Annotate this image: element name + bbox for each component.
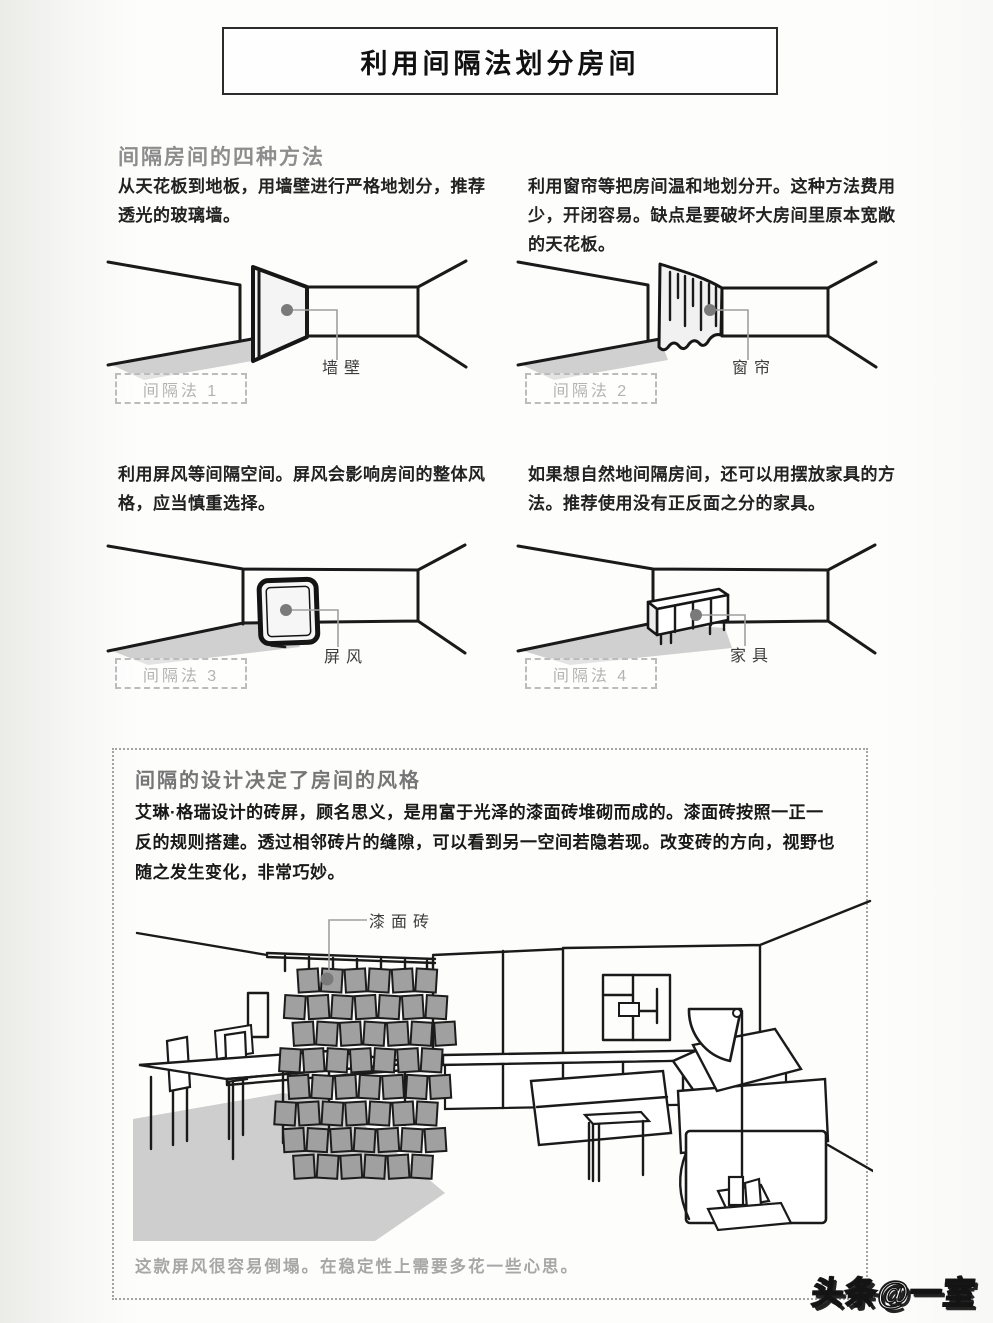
method-1-text: 从天花板到地板，用墙壁进行严格地划分，推荐透光的玻璃墙。: [118, 177, 486, 226]
callout-dot: [690, 609, 702, 621]
furniture-label: 家具: [730, 648, 775, 665]
style-section-box: [112, 748, 868, 1300]
style-section-caption: 这款屏风很容易倒塌。在稳定性上需要多花一些心思。: [135, 1258, 579, 1276]
callout-dot: [281, 304, 293, 316]
illustration-wall-panel: 墙壁 间隔法 1: [100, 248, 480, 418]
method-4-text: 如果想自然地间隔房间，还可以用摆放家具的方法。推荐使用没有正反面之分的家具。: [528, 465, 896, 514]
illustration-curtain-panel: 窗帘 间隔法 2: [510, 248, 890, 418]
illustration-screen-panel: 屏风 间隔法 3: [100, 533, 480, 703]
method-3-tag: 间隔法 3: [115, 658, 247, 689]
living-room-illustration: [133, 899, 873, 1241]
style-section-body: 艾琳·格瑞设计的砖屏，顾名思义，是用富于光泽的漆面砖堆砌而成的。漆面砖按照一正一…: [135, 803, 835, 882]
screen-label: 屏风: [324, 649, 369, 666]
callout-dot: [280, 604, 292, 616]
method-4-tag: 间隔法 4: [525, 658, 657, 689]
room-furniture-illustration: [516, 543, 877, 665]
method-3-text: 利用屏风等间隔空间。屏风会影响房间的整体风格，应当慎重选择。: [118, 465, 486, 514]
brick-screen: [273, 967, 458, 1180]
curtain-label: 窗帘: [732, 360, 777, 377]
page-title-box: 利用间隔法划分房间: [222, 27, 778, 95]
lacquered-brick-label: 漆面砖: [369, 914, 436, 931]
illustration-furniture-panel: 家具 间隔法 4: [510, 533, 890, 703]
methods-section-heading: 间隔房间的四种方法: [118, 146, 325, 169]
room-wall-illustration: [106, 259, 468, 380]
callout-dot: [704, 304, 716, 316]
watermark: 头条@一室: [809, 1274, 979, 1312]
wall-label: 墙壁: [322, 360, 367, 377]
method-2-text: 利用窗帘等把房间温和地划分开。这种方法费用少，开闭容易。缺点是要破坏大房间里原本…: [528, 177, 896, 255]
style-section-heading: 间隔的设计决定了房间的风格: [135, 770, 421, 792]
method-1-tag: 间隔法 1: [115, 373, 247, 404]
page-title: 利用间隔法划分房间: [360, 48, 640, 79]
brick-screen-scene: 漆面砖: [133, 893, 873, 1241]
callout-dot: [320, 972, 334, 986]
room-screen-illustration: [106, 543, 467, 665]
room-curtain-illustration: [516, 260, 878, 380]
method-2-tag: 间隔法 2: [525, 373, 657, 404]
